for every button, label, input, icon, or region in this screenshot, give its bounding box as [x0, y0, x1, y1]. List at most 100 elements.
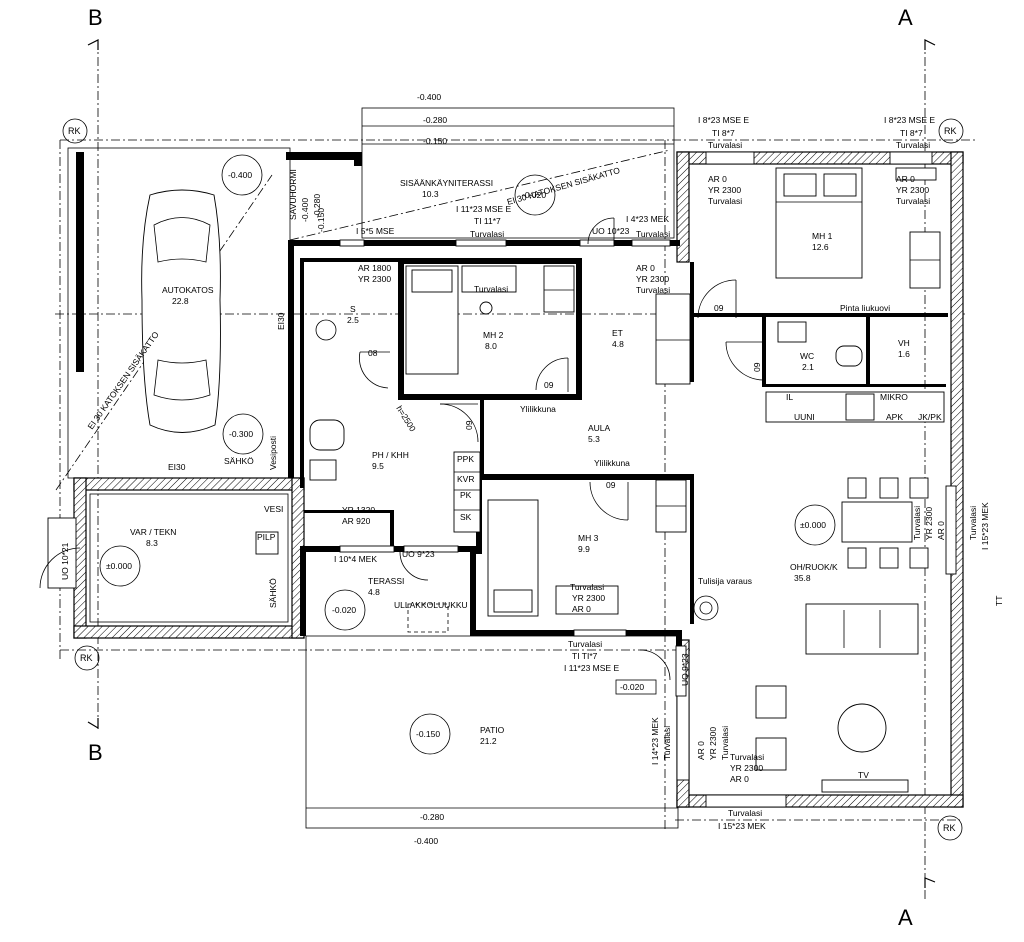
room-name: TERASSI [368, 576, 404, 586]
svg-text:UO 10*23: UO 10*23 [592, 226, 630, 236]
svg-text:VESI: VESI [264, 504, 283, 514]
svg-text:SÄHKÖ: SÄHKÖ [268, 578, 278, 608]
room-area: 2.5 [347, 315, 359, 325]
svg-text:-0.400: -0.400 [228, 170, 252, 180]
svg-text:YR 2300: YR 2300 [636, 274, 669, 284]
coffee-table [837, 703, 887, 753]
svg-text:EI30: EI30 [168, 462, 186, 472]
svg-text:YR 2300: YR 2300 [708, 185, 741, 195]
room-name: PH / KHH [372, 450, 409, 460]
svg-text:-0.020: -0.020 [332, 605, 356, 615]
svg-text:EI30: EI30 [276, 312, 286, 330]
room-area: 9.9 [578, 544, 590, 554]
svg-text:SÄHKÖ: SÄHKÖ [224, 456, 254, 466]
svg-text:SK: SK [460, 512, 472, 522]
section-letter: B [88, 740, 103, 765]
kitchen-labels: IL UUNI MIKRO APK JK/PK PPK KVR PK SK [457, 392, 942, 522]
svg-text:Turvalasi: Turvalasi [708, 196, 742, 206]
svg-text:AR 0: AR 0 [636, 263, 655, 273]
svg-text:UUNI: UUNI [794, 412, 815, 422]
svg-text:KVR: KVR [457, 474, 474, 484]
level-outlines [67, 107, 679, 829]
svg-text:TI TI*7: TI TI*7 [572, 651, 598, 661]
svg-text:Turvalasi: Turvalasi [636, 285, 670, 295]
section-mark-b-top: B [87, 5, 103, 50]
svg-text:-0.280: -0.280 [312, 194, 322, 218]
room-name: PATIO [480, 725, 505, 735]
svg-text:Turvalasi: Turvalasi [968, 506, 978, 540]
svg-text:Turvalasi: Turvalasi [568, 639, 602, 649]
svg-text:PPK: PPK [457, 454, 474, 464]
svg-text:-0.150: -0.150 [316, 208, 326, 232]
room-area: 2.1 [802, 362, 814, 372]
svg-text:UO 10*21: UO 10*21 [60, 542, 70, 580]
svg-text:-0.400: -0.400 [300, 198, 310, 222]
svg-text:I 14*23 MEK: I 14*23 MEK [650, 717, 660, 765]
svg-text:YR 2300: YR 2300 [358, 274, 391, 284]
svg-text:AR 0: AR 0 [730, 774, 749, 784]
room-name: WC [800, 351, 814, 361]
toilet-icon [835, 345, 863, 367]
svg-text:I 11*23 MSE E: I 11*23 MSE E [456, 204, 511, 214]
svg-text:AR 920: AR 920 [342, 516, 371, 526]
svg-text:I 8*23 MSE E: I 8*23 MSE E [698, 115, 749, 125]
svg-text:YR 2300: YR 2300 [708, 727, 718, 760]
svg-text:RK: RK [943, 823, 956, 833]
svg-text:SAVUHORMI: SAVUHORMI [288, 169, 298, 220]
svg-text:I 5*5 MSE: I 5*5 MSE [356, 226, 395, 236]
svg-text:09: 09 [714, 303, 724, 313]
section-letter: A [898, 905, 913, 930]
svg-text:-0.300: -0.300 [229, 429, 253, 439]
grid-tag-rk-top-left: RK [62, 118, 88, 144]
room-name: S [350, 304, 356, 314]
svg-text:Tulisija varaus: Tulisija varaus [698, 576, 752, 586]
svg-text:-0.150: -0.150 [416, 729, 440, 739]
svg-text:YR 2300: YR 2300 [730, 763, 763, 773]
svg-text:Turvalasi: Turvalasi [728, 808, 762, 818]
svg-text:YR 1320: YR 1320 [342, 505, 375, 515]
interior-walls [300, 258, 948, 624]
svg-text:TI 8*7: TI 8*7 [712, 128, 735, 138]
window-specs: I 8*23 MSE E TI 8*7 Turvalasi AR 0 YR 23… [60, 115, 990, 831]
svg-text:Turvalasi: Turvalasi [912, 506, 922, 540]
room-area: 4.8 [368, 587, 380, 597]
svg-text:Turvalasi: Turvalasi [470, 229, 504, 239]
svg-text:APK: APK [886, 412, 903, 422]
section-mark-a-top: A [898, 5, 936, 50]
svg-text:Turvalasi: Turvalasi [662, 726, 672, 760]
grid-tag-rk-top-right: RK [938, 118, 964, 144]
level-bottom-outer: -0.400 [414, 836, 438, 846]
room-name: AUTOKATOS [162, 285, 214, 295]
car-icon [141, 189, 221, 433]
svg-text:YR 2300: YR 2300 [572, 593, 605, 603]
level-top-mid: -0.280 [423, 115, 447, 125]
room-area: 8.0 [485, 341, 497, 351]
room-area: 35.8 [794, 573, 811, 583]
level-bottom-mid: -0.280 [420, 812, 444, 822]
room-area: 1.6 [898, 349, 910, 359]
svg-text:09: 09 [606, 480, 616, 490]
svg-text:PILP: PILP [257, 532, 276, 542]
svg-text:Turvalasi: Turvalasi [474, 284, 508, 294]
svg-text:09: 09 [752, 362, 762, 372]
svg-text:I 8*23 MSE E: I 8*23 MSE E [884, 115, 935, 125]
room-name: ET [612, 328, 623, 338]
section-mark-a-bottom: A [898, 877, 936, 930]
svg-text:Turvalasi: Turvalasi [708, 140, 742, 150]
svg-text:JK/PK: JK/PK [918, 412, 942, 422]
svg-text:I 4*23 MEK: I 4*23 MEK [626, 214, 669, 224]
svg-text:Turvalasi: Turvalasi [896, 196, 930, 206]
exterior-walls [73, 151, 964, 808]
svg-text:YR 2300: YR 2300 [924, 507, 934, 540]
svg-text:I 10*4 MEK: I 10*4 MEK [334, 554, 377, 564]
room-name: MH 3 [578, 533, 599, 543]
room-name: MH 2 [483, 330, 504, 340]
svg-text:Turvalasi: Turvalasi [636, 229, 670, 239]
svg-text:Turvalasi: Turvalasi [570, 582, 604, 592]
svg-text:Ylilikkuna: Ylilikkuna [594, 458, 630, 468]
fireplace-icon [693, 595, 719, 621]
svg-text:ULLAKKOLUUKKU: ULLAKKOLUUKKU [394, 600, 468, 610]
svg-text:Pinta liukuovi: Pinta liukuovi [840, 303, 890, 313]
window-openings [47, 151, 957, 808]
